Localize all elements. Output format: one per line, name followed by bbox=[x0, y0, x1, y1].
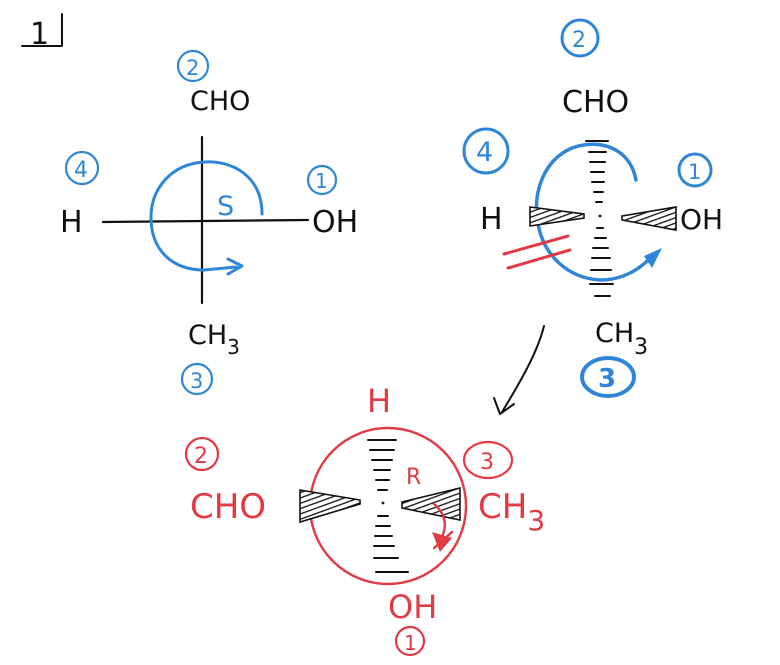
wedge-top-priority-circle bbox=[560, 18, 600, 58]
fischer-projection: S CHO 2 H 4 OH 1 CH3 3 bbox=[60, 49, 358, 396]
wedge-bottom-priority: 3 bbox=[598, 364, 616, 394]
rotated-right-group: CH3 bbox=[478, 487, 545, 537]
wedge-left-priority-circle bbox=[462, 127, 510, 175]
fischer-top-group: CHO bbox=[190, 86, 250, 117]
fischer-bottom-priority-circle bbox=[180, 362, 214, 396]
wedge-view: CHO 2 H 4 OH 1 CH3 3 bbox=[462, 18, 723, 398]
fischer-right-group: OH bbox=[312, 205, 358, 240]
fischer-left-priority-circle bbox=[64, 150, 100, 186]
wedge-bottom-group: CH3 bbox=[595, 318, 648, 360]
wedge-dash-down bbox=[589, 227, 614, 297]
transition-arrow bbox=[493, 325, 545, 415]
wedge-right-bond bbox=[621, 206, 677, 231]
wedge-top-group: CHO bbox=[562, 85, 629, 120]
wedge-right-priority-circle bbox=[677, 152, 713, 188]
rotated-dash-down bbox=[373, 515, 409, 573]
wedge-dash-up bbox=[585, 140, 609, 203]
fischer-top-priority-circle bbox=[176, 49, 210, 83]
rotated-right-priority: 3 bbox=[480, 450, 494, 475]
rotated-left-priority: 2 bbox=[194, 444, 208, 469]
rotated-top-group: H bbox=[367, 382, 391, 420]
rotated-arrow-tick bbox=[432, 530, 454, 550]
wedge-left-priority: 4 bbox=[476, 137, 493, 168]
fischer-bottom-priority: 3 bbox=[190, 369, 203, 393]
fischer-horizontal-bond bbox=[101, 218, 310, 224]
red-strike-mark bbox=[502, 234, 572, 270]
rotated-left-group: CHO bbox=[190, 487, 266, 527]
wedge-top-priority: 2 bbox=[572, 28, 586, 53]
rotated-left-bond bbox=[299, 489, 361, 524]
rotated-configuration: R bbox=[406, 465, 421, 490]
fischer-top-priority: 2 bbox=[186, 56, 199, 80]
rotated-bottom-priority: 1 bbox=[404, 631, 417, 655]
rotated-right-priority-circle bbox=[462, 440, 514, 480]
wedge-right-priority: 1 bbox=[688, 160, 701, 184]
rotated-bottom-group: OH bbox=[388, 588, 437, 626]
wedge-arrow-head bbox=[644, 248, 662, 268]
rotated-view: R H CHO 2 CH3 3 OH 1 bbox=[184, 382, 545, 657]
svg-text:1: 1 bbox=[30, 17, 49, 52]
fischer-rotation-arrow bbox=[149, 160, 264, 272]
wedge-center bbox=[598, 214, 602, 218]
wedge-left-group: H bbox=[480, 202, 503, 237]
fischer-left-priority: 4 bbox=[74, 158, 88, 183]
fischer-configuration: S bbox=[217, 191, 234, 222]
wedge-right-group: OH bbox=[680, 203, 723, 236]
rotated-right-bond bbox=[401, 486, 461, 521]
wedge-bottom-priority-circle bbox=[580, 356, 636, 398]
rotated-bottom-priority-circle bbox=[394, 625, 426, 657]
fischer-bottom-group: CH3 bbox=[188, 320, 240, 359]
wedge-left-bond bbox=[529, 206, 585, 227]
rotated-left-priority-circle bbox=[184, 436, 220, 472]
fischer-arrow-head bbox=[226, 257, 244, 276]
problem-number: 1 bbox=[21, 13, 63, 52]
rotated-dash-up bbox=[367, 439, 397, 491]
rotated-center bbox=[381, 501, 385, 505]
fischer-right-priority: 1 bbox=[315, 169, 328, 193]
fischer-right-priority-circle bbox=[306, 164, 338, 196]
fischer-left-group: H bbox=[60, 205, 83, 240]
